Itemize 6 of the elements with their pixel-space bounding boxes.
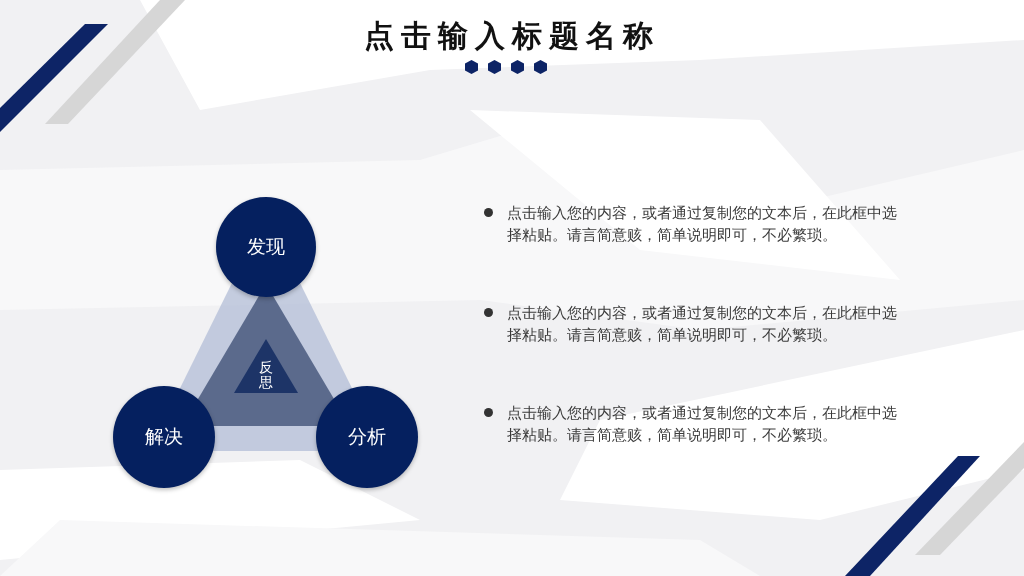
node-label: 反思 (258, 360, 274, 390)
bullet-text: 点击输入您的内容，或者通过复制您的文本后，在此框中选择粘贴。请言简意赅，简单说明即可，不必繁琐。 (507, 403, 898, 446)
bullet-text: 点击输入您的内容，或者通过复制您的文本后，在此框中选择粘贴。请言简意赅，简单说明即可，不必繁琐。 (507, 203, 898, 246)
bullet-text: 点击输入您的内容，或者通过复制您的文本后，在此框中选择粘贴。请言简意赅，简单说明即可，不必繁琐。 (507, 303, 898, 346)
slide-title: 点击输入标题名称 (364, 18, 660, 53)
triangle-node (234, 339, 298, 393)
